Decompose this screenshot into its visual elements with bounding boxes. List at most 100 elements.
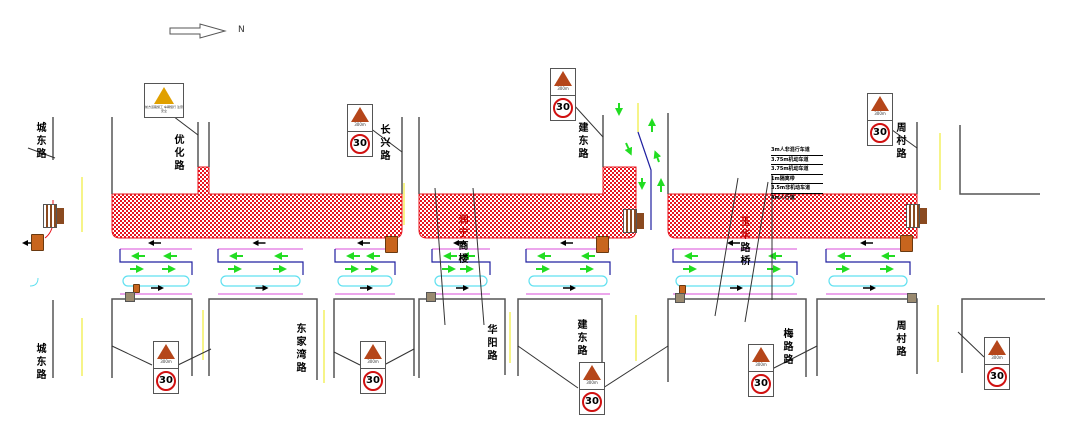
lane-divider bbox=[217, 249, 304, 275]
sign-distance: 300m bbox=[354, 122, 366, 127]
detour-sign-icon bbox=[596, 236, 609, 253]
road-work-warning-sign: 300m bbox=[550, 68, 576, 96]
speed-limit-value: 30 bbox=[582, 392, 602, 412]
road-work-triangle-icon bbox=[988, 340, 1006, 355]
detour-sign-icon bbox=[385, 236, 398, 253]
road-work-triangle-icon bbox=[351, 107, 369, 122]
gap-green-arrows bbox=[615, 103, 665, 192]
detour-sign-icon bbox=[31, 234, 44, 251]
median-island bbox=[220, 275, 301, 287]
sign-distance: 300m bbox=[160, 359, 172, 364]
median-island bbox=[434, 275, 488, 287]
speed-limit-value: 30 bbox=[350, 134, 370, 154]
road-barrier-icon bbox=[623, 209, 644, 233]
lane-divider bbox=[672, 249, 798, 275]
cone-sign-icon bbox=[907, 293, 917, 303]
cone-sign-icon bbox=[426, 292, 436, 302]
lane-divider-blue bbox=[637, 131, 652, 230]
legend-item: 3.75m机动车道 bbox=[771, 165, 823, 175]
sign-distance: 300m bbox=[557, 86, 569, 91]
median-island bbox=[675, 275, 795, 287]
speed-limit-sign: 30 bbox=[360, 368, 386, 394]
road-work-triangle-icon bbox=[752, 347, 770, 362]
construction-warning-sign: 前方道路施工 车辆慢行 注意安全 bbox=[144, 83, 184, 118]
detour-sign-icon bbox=[900, 235, 913, 252]
lane-legend: 3m人非混行车道 3.75m机动车道 3.75m机动车道 1m隔离带 3.5m非… bbox=[771, 146, 823, 202]
sign-distance: 300m bbox=[755, 362, 767, 367]
road-label: 建东路 bbox=[576, 122, 587, 161]
road-label: 周村路 bbox=[894, 122, 905, 161]
lane-divider bbox=[334, 249, 396, 275]
road-label: 东家湾路 bbox=[294, 323, 305, 375]
road-work-warning-sign: 300m bbox=[360, 341, 386, 369]
road-label: 城东路 bbox=[34, 122, 45, 161]
road-label: 长兴路 bbox=[378, 124, 389, 163]
median-island bbox=[337, 275, 393, 287]
road-label: 华阳路 bbox=[485, 324, 496, 363]
legend-item: 1m隔离带 bbox=[771, 175, 823, 184]
road-label-red: 润宁 bbox=[456, 214, 467, 240]
speed-limit-sign: 30 bbox=[984, 364, 1010, 390]
legend-item: 3.75m机动车道 bbox=[771, 156, 823, 165]
speed-limit-value: 30 bbox=[363, 371, 383, 391]
work-sign-text: 前方道路施工 车辆慢行 注意安全 bbox=[145, 105, 183, 113]
road-work-triangle-icon bbox=[554, 71, 572, 86]
sign-distance: 300m bbox=[991, 355, 1003, 360]
sign-distance: 300m bbox=[367, 359, 379, 364]
road-barrier-icon bbox=[43, 204, 64, 228]
lane-divider bbox=[825, 249, 911, 275]
work-zone-2 bbox=[418, 166, 637, 239]
legend-item: 4m人行道 bbox=[771, 194, 795, 201]
lane-divider bbox=[119, 249, 193, 275]
road-label: 商楼 bbox=[456, 240, 467, 266]
road-work-warning-sign: 300m bbox=[867, 93, 893, 121]
cone-sign-icon bbox=[125, 292, 135, 302]
speed-limit-sign: 30 bbox=[748, 371, 774, 397]
road-work-triangle-icon bbox=[583, 365, 601, 380]
sign-distance: 300m bbox=[874, 111, 886, 116]
road-work-triangle-icon bbox=[871, 96, 889, 111]
cone-sign-icon bbox=[675, 293, 685, 303]
speed-limit-sign: 30 bbox=[153, 368, 179, 394]
legend-item: 3m人非混行车道 bbox=[771, 146, 823, 156]
north-arrow-icon bbox=[169, 23, 227, 39]
median-island bbox=[828, 275, 908, 287]
lane-markings bbox=[22, 240, 911, 295]
road-work-warning-sign: 300m bbox=[748, 344, 774, 372]
worker-triangle-icon bbox=[154, 87, 174, 104]
median-island bbox=[528, 275, 608, 287]
small-sign-icon bbox=[133, 284, 140, 293]
road-label: 路桥 bbox=[738, 242, 749, 268]
road-label: 城东路 bbox=[34, 343, 45, 382]
speed-limit-value: 30 bbox=[751, 374, 771, 394]
cyan-stub bbox=[29, 277, 39, 287]
lane-divider bbox=[525, 249, 611, 275]
road-label: 优化路 bbox=[172, 134, 183, 173]
median-island bbox=[122, 275, 190, 287]
road-work-triangle-icon bbox=[364, 344, 382, 359]
center-lines bbox=[81, 103, 941, 383]
speed-limit-value: 30 bbox=[156, 371, 176, 391]
road-work-warning-sign: 300m bbox=[153, 341, 179, 369]
road-work-triangle-icon bbox=[157, 344, 175, 359]
lane-divider bbox=[431, 249, 491, 275]
sign-distance: 300m bbox=[586, 380, 598, 385]
speed-limit-sign: 30 bbox=[579, 389, 605, 415]
road-label: 梅路路 bbox=[781, 328, 792, 367]
speed-limit-value: 30 bbox=[987, 367, 1007, 387]
road-work-warning-sign: 300m bbox=[984, 337, 1010, 365]
road-label: 建东路 bbox=[575, 319, 586, 358]
speed-limit-sign: 30 bbox=[347, 131, 373, 157]
speed-limit-value: 30 bbox=[553, 98, 573, 118]
speed-limit-value: 30 bbox=[870, 123, 890, 143]
work-zone-1 bbox=[111, 166, 403, 239]
leader-lines bbox=[27, 103, 985, 389]
speed-limit-sign: 30 bbox=[867, 120, 893, 146]
speed-limit-sign: 30 bbox=[550, 95, 576, 121]
north-label: N bbox=[238, 25, 245, 35]
road-work-warning-sign: 300m bbox=[347, 104, 373, 132]
road-label: 周村路 bbox=[894, 320, 905, 359]
road-edges bbox=[52, 113, 1045, 382]
legend-item: 3.5m非机动车道 bbox=[771, 184, 823, 194]
